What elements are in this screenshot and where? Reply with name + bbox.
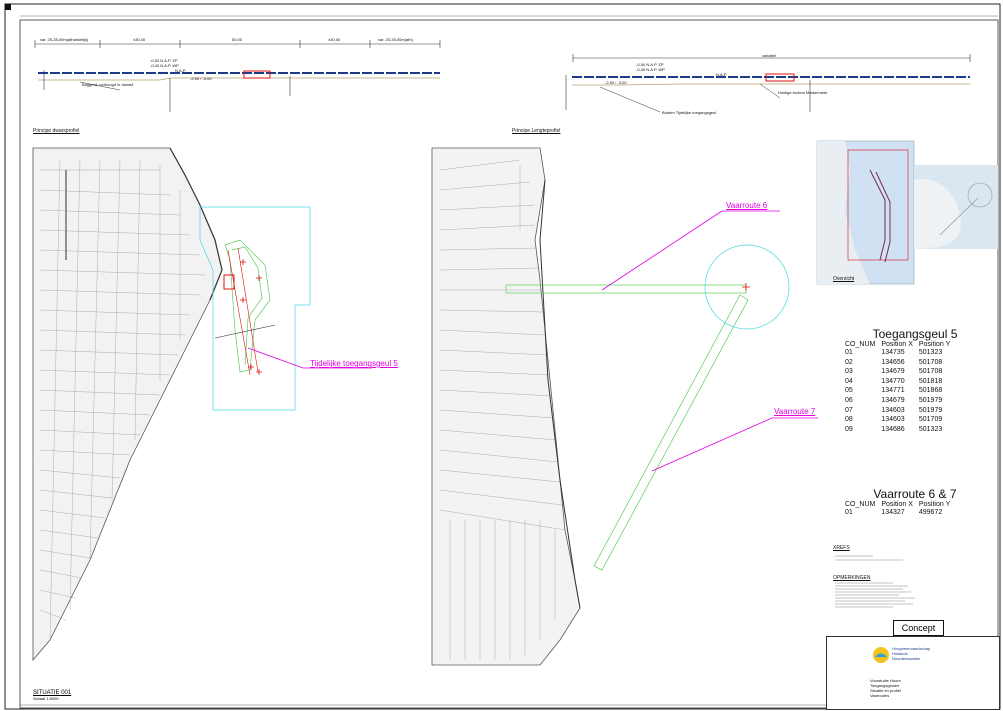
ls-dim: variabel [762,53,777,58]
notes-lines [835,555,915,608]
cross-section [34,40,441,112]
ls-nap: N.A.P. [716,72,728,77]
callout-toegangsgeul: Tijdelijke toegangsgeul 5 [310,359,398,368]
ls-level-2: -0,40 N.A.P. WP [636,67,665,72]
col-co-num: CO_NUM [845,501,876,508]
cs-level-2: -0,40 N.A.P. WP [150,63,179,68]
opmerkingen-title: OPMERKINGEN [833,575,871,581]
cs-dim-1: var. 25-35,00m(afhankelijk) [40,37,89,42]
cs-dim-5: var. 25-35,00m(afh) [378,37,413,42]
long-section [565,54,971,113]
left-map [32,147,223,662]
cross-section-label: Principe dwarsprofiel [33,128,80,134]
project-title: Voorstudie Hoorn Toegangsgeulen Situatie… [870,678,901,698]
ls-level-1: -0,50 N.A.P. ZP [636,62,664,67]
cs-depth: -2,50 / -3,00 [190,76,212,81]
xrefs-title: XREFS [833,545,850,551]
org-name: Hoogheemraadschap Hollands Noorderkwarti… [892,646,931,661]
ls-depth: -2,50 / -3,00 [605,80,627,85]
table-toegangsgeul: Toegangsgeul 5 CO_NUM Position X Positio… [845,327,985,434]
table-toegangsgeul-title: Toegangsgeul 5 [872,327,958,341]
title-block [826,636,1000,710]
overview-label: Overzicht [833,276,855,282]
overview-map [816,140,998,285]
cs-dim-2: ±30,00 [133,37,146,42]
callout-vaarroute-6: Vaarroute 6 [726,201,768,210]
cs-level-1: -0,50 N.A.P. ZP [150,58,178,63]
ls-note-2: Bodem Tijdelijke toegangsgeul [662,110,717,115]
table-vaarroute: Vaarroute 6 & 7 CO_NUM Position X Positi… [845,487,985,518]
col-position-x: Position X [881,341,913,348]
cs-dim-3: 50,00 [232,37,243,42]
long-section-label: Principe Lengteprofiel [512,128,561,134]
middle-map [431,147,581,666]
col-position-y: Position Y [918,501,951,508]
callout-vaarroute-7: Vaarroute 7 [774,407,816,416]
concept-stamp: Concept [893,620,944,636]
table-vaarroute-title: Vaarroute 6 & 7 [873,487,957,501]
cs-bed-note: Baggerd, verhoogd in dwarsf [82,82,134,87]
toegangsgeul-drawing [199,206,372,411]
cs-dim-4: ±30,00 [328,37,341,42]
cs-nap: N.A.P. [175,68,187,73]
col-position-x: Position X [881,501,913,508]
org-logo-icon [873,647,889,663]
situatie-label: SITUATIE 001 Schaal 1:5000 [33,690,72,701]
ls-note-1: Huidige bodem Markermeer [778,90,828,95]
col-position-y: Position Y [918,341,951,348]
col-co-num: CO_NUM [845,341,876,348]
vaarroute-drawing [505,210,818,571]
